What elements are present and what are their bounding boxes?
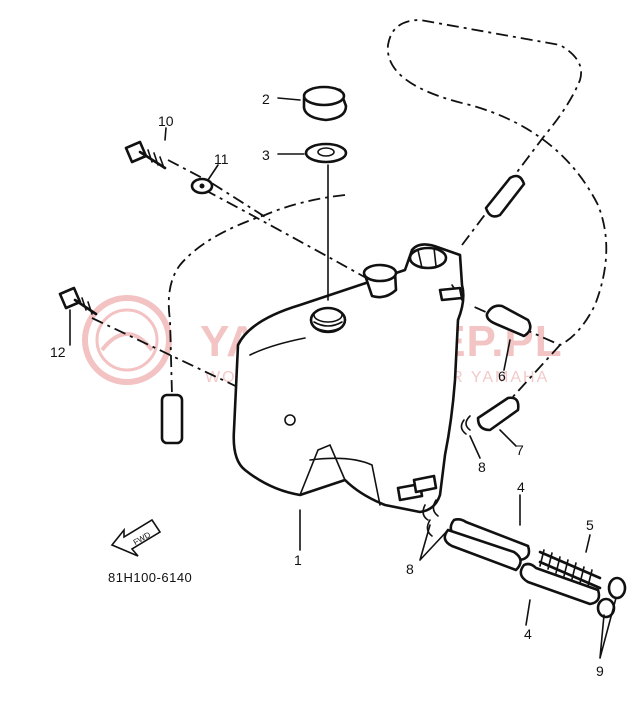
tank-fittings [396,286,464,502]
callout-4-bottom: 4 [524,626,532,642]
bolt-10 [124,140,167,170]
leader-lines [69,97,617,659]
hose-routing-line [387,19,608,346]
clamps-9 [596,576,627,619]
hose-7 [476,396,520,432]
callout-8-lower: 8 [406,561,414,577]
callout-5: 5 [586,517,594,533]
callout-11: 11 [214,151,229,167]
hose-4c [519,562,601,606]
cap-gasket [304,142,348,164]
oil-tank [232,243,465,514]
hose-top [484,174,526,218]
callout-6: 6 [498,368,506,384]
callout-1: 1 [294,552,302,568]
callout-4-top: 4 [517,479,525,495]
hose-6 [485,304,532,338]
hose-vent [160,393,184,445]
callout-7: 7 [516,442,524,458]
diagram-code: 81H100-6140 [108,570,192,585]
callout-3: 3 [262,147,270,163]
clamps-8 [422,415,471,537]
bolt-12 [58,286,98,316]
filler-neck [309,263,398,334]
tank-cap [302,85,348,122]
callout-8-upper: 8 [478,459,486,475]
fwd-arrow: FWD [110,518,162,557]
hose-4b [443,528,522,572]
vent-routing-line [167,194,346,396]
callout-12: 12 [50,344,66,360]
callout-10: 10 [158,113,174,129]
watermark-logo [82,295,172,385]
callout-2: 2 [262,91,270,107]
spring-5 [538,549,602,590]
callout-9: 9 [596,663,604,679]
